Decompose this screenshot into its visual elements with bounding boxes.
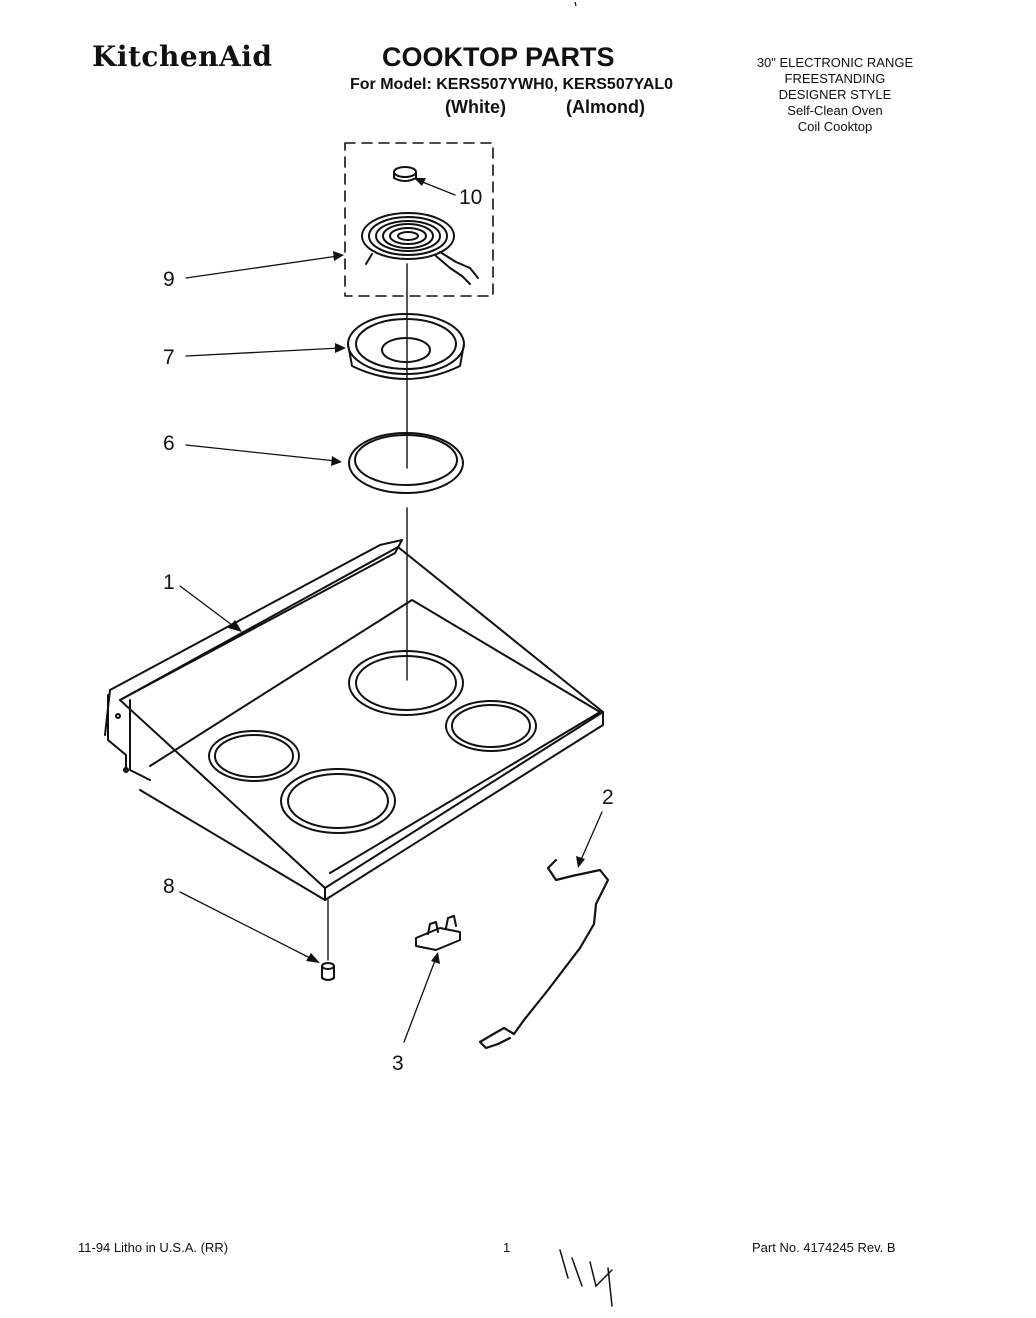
mounting-screw	[321, 899, 335, 981]
bracket-clip	[415, 915, 461, 951]
callout-7: 7	[163, 346, 175, 369]
arrowhead-3	[431, 952, 440, 964]
variant-almond: (Almond)	[566, 97, 645, 117]
coil-element	[361, 212, 479, 285]
handwritten-mark	[559, 1249, 613, 1307]
callout-2: 2	[602, 786, 614, 809]
callout-10: 10	[459, 186, 483, 209]
footer-part-number: Part No. 4174245 Rev. B	[752, 1240, 896, 1255]
arrowhead-6	[331, 456, 342, 466]
callout-8: 8	[163, 875, 175, 898]
page-title: COOKTOP PARTS	[382, 42, 615, 72]
cooktop-panel	[104, 539, 604, 901]
arrowhead-7	[335, 343, 346, 353]
arrowhead-1	[228, 620, 242, 632]
leader-6	[185, 444, 337, 462]
variant-white: (White)	[445, 97, 506, 117]
callout-3: 3	[392, 1052, 404, 1075]
arrowhead-10	[414, 178, 426, 186]
arrowhead-8	[306, 953, 320, 963]
spec-line: 30" ELECTRONIC RANGE	[756, 55, 914, 70]
callout-9: 9	[163, 268, 175, 291]
spec-line: DESIGNER STYLE	[778, 87, 892, 102]
callout-1: 1	[163, 571, 175, 594]
leader-7	[185, 347, 341, 357]
arrowhead-9	[333, 251, 344, 261]
callout-6: 6	[163, 432, 175, 455]
arrowhead-2	[576, 856, 585, 868]
drip-bowl	[347, 313, 465, 380]
leader-8	[179, 891, 315, 961]
leader-1	[179, 585, 237, 629]
footer-litho: 11-94 Litho in U.S.A. (RR)	[78, 1240, 229, 1255]
spec-block: 30" ELECTRONIC RANGE FREESTANDING DESIGN…	[720, 55, 950, 135]
top-tick-mark	[574, 1, 577, 7]
support-rod	[478, 858, 610, 1050]
leader-9	[185, 255, 339, 279]
leader-2	[579, 811, 603, 863]
spec-line: FREESTANDING	[784, 71, 886, 86]
trim-ring	[348, 432, 464, 494]
element-cap	[393, 166, 417, 182]
leader-10	[419, 180, 456, 196]
brand-logo: KitchenAid	[92, 40, 273, 73]
element-assembly-box	[344, 142, 494, 297]
leader-3	[403, 957, 437, 1043]
model-line: For Model: KERS507YWH0, KERS507YAL0	[350, 76, 674, 93]
spec-line: Self-Clean Oven	[787, 103, 883, 118]
spec-line: Coil Cooktop	[797, 119, 873, 134]
footer-page-number: 1	[503, 1240, 511, 1255]
